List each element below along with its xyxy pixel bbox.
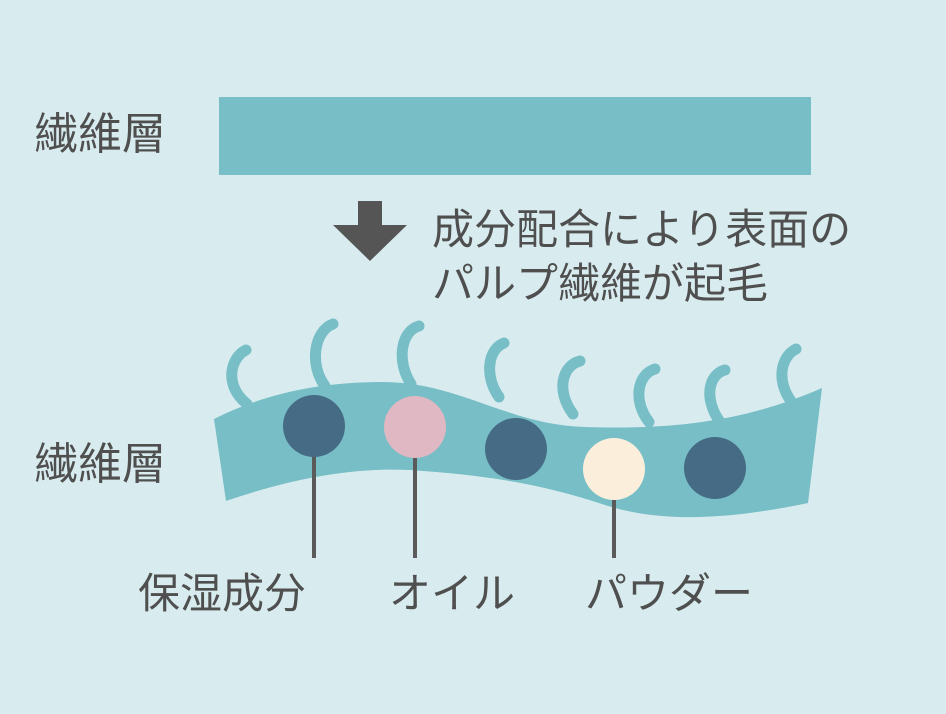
powder-label: パウダー <box>585 569 754 618</box>
top-fiber-layer-label: 繊維層 <box>34 109 166 160</box>
down-arrow-icon <box>333 201 407 261</box>
raised-fiber-5 <box>557 355 586 420</box>
explanation-line-2: パルプ繊維が起毛 <box>432 259 769 308</box>
raised-fiber-1 <box>226 344 253 410</box>
oil-dot <box>384 396 446 458</box>
raised-fiber-4 <box>484 337 510 403</box>
moisturizer-dot <box>283 395 345 457</box>
bottom-fiber-layer-label: 繊維層 <box>34 439 166 490</box>
dark-dot-center <box>485 418 547 480</box>
moisturizer-label: 保湿成分 <box>138 569 307 618</box>
powder-dot <box>583 438 645 500</box>
raised-fiber-2 <box>309 318 339 392</box>
raised-fiber-6 <box>633 363 661 428</box>
top-fiber-layer-bar <box>219 97 811 175</box>
explanation-text: 成分配合により表面の パルプ繊維が起毛 <box>432 203 851 311</box>
explanation-line-1: 成分配合により表面の <box>432 205 852 254</box>
oil-label: オイル <box>389 569 516 618</box>
raised-fiber-3 <box>396 320 425 390</box>
raised-fiber-8 <box>776 343 802 412</box>
dark-dot-right <box>684 437 746 499</box>
raised-fiber-7 <box>704 364 731 428</box>
